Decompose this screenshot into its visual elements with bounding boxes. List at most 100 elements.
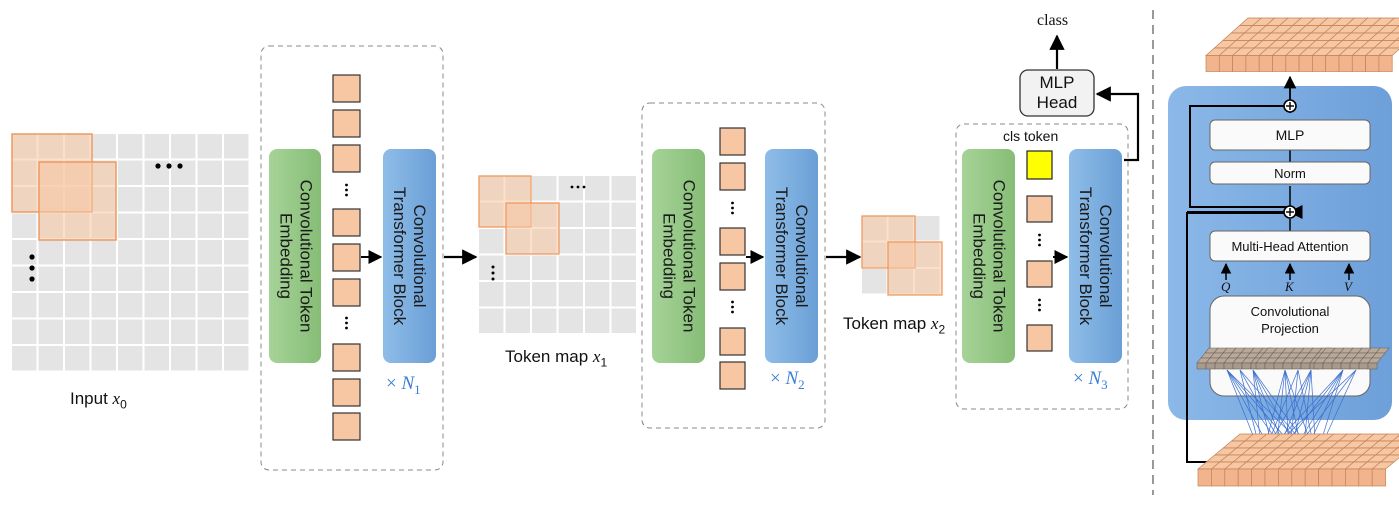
- input-grid-cell: [65, 293, 90, 318]
- output-layer-side-cell: [1338, 55, 1353, 72]
- input-grid-cell: [38, 293, 63, 318]
- token-ellipsis-dot: [345, 183, 348, 187]
- stage-2-token: [719, 361, 746, 390]
- feature-map-side-cell: [1273, 362, 1284, 370]
- input-grid-cell: [197, 240, 222, 265]
- input-grid-cell: [38, 266, 63, 291]
- input-grid-cell: [197, 293, 222, 318]
- input-layer-side-cell: [1264, 468, 1279, 487]
- stage-2-token: [719, 227, 746, 256]
- input-grid-cell: [118, 187, 143, 212]
- token-map-1-cell: [532, 255, 557, 280]
- output-layer-side-cell: [1312, 55, 1327, 72]
- residual-path-2: [1189, 105, 1290, 208]
- input-layer-cell: [1391, 435, 1399, 442]
- input-patches: [11, 133, 117, 241]
- input-grid-cell: [171, 266, 196, 291]
- output-layer-side-cell: [1285, 55, 1300, 72]
- stage-3-token: [1026, 260, 1053, 288]
- input-grid-cell: [197, 187, 222, 212]
- input-grid-cell: [224, 266, 249, 291]
- input-grid-cell: [144, 346, 169, 371]
- arrow-to-mlp-head: [1095, 86, 1140, 162]
- input-grid-cell: [171, 293, 196, 318]
- input-layer-side-cell: [1278, 468, 1293, 487]
- feature-map-side-cell: [1300, 362, 1311, 370]
- token-ellipsis-dot: [1038, 298, 1041, 302]
- input-grid-cell: [224, 319, 249, 344]
- stage-1-transformer-block: [383, 149, 436, 363]
- token-map-1-cell: [532, 176, 557, 201]
- feature-map-side-cell: [1232, 362, 1243, 370]
- output-layer-side-cell: [1365, 55, 1380, 72]
- output-layer-side-cell: [1258, 55, 1273, 72]
- input-grid-cell: [12, 213, 37, 238]
- output-layer-side-cell: [1232, 55, 1247, 72]
- token-map-1-cell: [505, 282, 530, 307]
- token-ellipsis-dot: [345, 316, 348, 320]
- stage-3-repeat-label: × N3: [1073, 368, 1108, 392]
- input-grid-cell: [118, 319, 143, 344]
- mlp-box: [1209, 119, 1371, 151]
- token-map-2-cell: [862, 269, 887, 294]
- token-ellipsis-dot: [345, 321, 348, 325]
- input-grid-cell: [65, 346, 90, 371]
- input-grid-cell: [12, 240, 37, 265]
- input-grid-cell: [12, 293, 37, 318]
- input-grid-cell: [91, 319, 116, 344]
- token-map-1-cell: [479, 282, 504, 307]
- token-ellipsis-dot: [1038, 308, 1041, 312]
- stage-1-token: [332, 412, 361, 441]
- stage-2-repeat-label: × N2: [770, 368, 805, 392]
- token-map-1-ellipsis-horizontal: [570, 185, 586, 189]
- input-grid-cell: [118, 293, 143, 318]
- stage-3-embedding-block: [962, 149, 1015, 363]
- input-layer-side-cell: [1197, 468, 1212, 487]
- token-map-1-cell: [479, 255, 504, 280]
- input-grid-cell: [38, 319, 63, 344]
- input-grid-cell: [171, 134, 196, 159]
- stage-2-box: [641, 102, 826, 429]
- input-ellipsis-vertical: [29, 254, 35, 282]
- token-map-2-patches: [861, 215, 943, 296]
- token-map-1-cell: [585, 176, 610, 201]
- token-map-1-cell: [558, 308, 583, 333]
- input-layer-side-cell: [1358, 468, 1373, 487]
- stage-1-token: [332, 278, 361, 307]
- output-token-layer: [1205, 17, 1399, 72]
- token-map-1-cell: [585, 282, 610, 307]
- input-grid-cell: [197, 213, 222, 238]
- stage-1-token-column: [332, 74, 361, 441]
- stage-1-token: [332, 243, 361, 272]
- token-map-1-cell: [585, 229, 610, 254]
- input-grid-cell: [224, 160, 249, 185]
- token-map-1-cell: [585, 255, 610, 280]
- input-grid-cell: [224, 134, 249, 159]
- input-grid-cell: [144, 266, 169, 291]
- norm-label: Norm: [1274, 165, 1306, 181]
- input-layer-side-cell: [1331, 468, 1346, 487]
- feature-map-side-cell: [1358, 362, 1369, 370]
- token-ellipsis-dot: [345, 188, 348, 192]
- token-map-1-cell: [479, 308, 504, 333]
- output-layer-cell: [1384, 17, 1399, 26]
- input-grid-cell: [224, 293, 249, 318]
- token-map-1-cell: [611, 176, 636, 201]
- token-ellipsis-dot: [731, 300, 734, 304]
- token-map-1-cell: [505, 308, 530, 333]
- token-ellipsis-dot: [731, 310, 734, 314]
- token-ellipsis-dot: [1038, 238, 1041, 242]
- stage-1-token: [332, 208, 361, 237]
- stage-1-box: [260, 45, 444, 471]
- attention-box: [1209, 230, 1371, 262]
- token-map-1-cell: [611, 229, 636, 254]
- input-grid-cell: [197, 160, 222, 185]
- input-grid-cell: [171, 213, 196, 238]
- stage-2-token: [719, 327, 746, 356]
- norm-box: [1209, 161, 1371, 185]
- input-grid-cell: [118, 240, 143, 265]
- input-grid-cell: [91, 266, 116, 291]
